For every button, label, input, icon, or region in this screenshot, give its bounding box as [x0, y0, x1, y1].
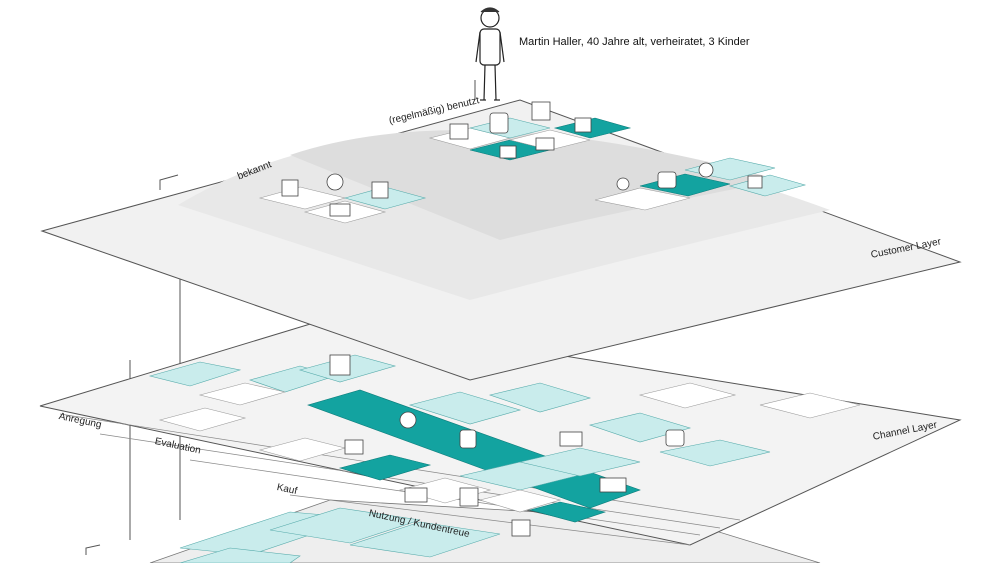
channel-icons: [281, 101, 763, 537]
ring-used-area: [290, 130, 780, 240]
bracket-top-left: [159, 174, 179, 190]
phone-icon: [459, 429, 477, 449]
brochure-icon: [449, 123, 469, 140]
tag-icon: [499, 145, 517, 159]
flyer-icon: [281, 179, 299, 197]
channel-layer-plane: [39, 317, 962, 546]
card-icon: [747, 175, 763, 189]
bracket-bottom-left: [85, 544, 101, 555]
brochure-icon: [511, 519, 531, 537]
persona-caption: Martin Haller, 40 Jahre alt, verheiratet…: [519, 36, 750, 48]
store-icon: [535, 137, 555, 151]
person-icon: [616, 177, 630, 191]
app-icon: [665, 429, 685, 447]
laptop-icon: [329, 203, 351, 217]
app-icon: [657, 171, 677, 189]
social-icon: [326, 173, 344, 191]
qr-code-icon: [329, 354, 351, 376]
label-icon: [599, 477, 627, 493]
badge-icon: [574, 117, 592, 133]
laptop-icon: [404, 487, 428, 503]
chat-icon: [399, 411, 417, 429]
bottom-tile: [349, 521, 501, 558]
mail-icon: [559, 431, 583, 447]
video-icon: [371, 181, 389, 199]
phone-icon: [489, 112, 509, 134]
bottom-tile: [269, 507, 421, 544]
bottom-layer: [149, 499, 821, 564]
persona-figure-icon: [475, 7, 505, 101]
store-icon: [344, 439, 364, 455]
smiley-icon: [698, 162, 714, 178]
cube-icon: [531, 101, 551, 121]
cube-icon: [459, 487, 479, 507]
